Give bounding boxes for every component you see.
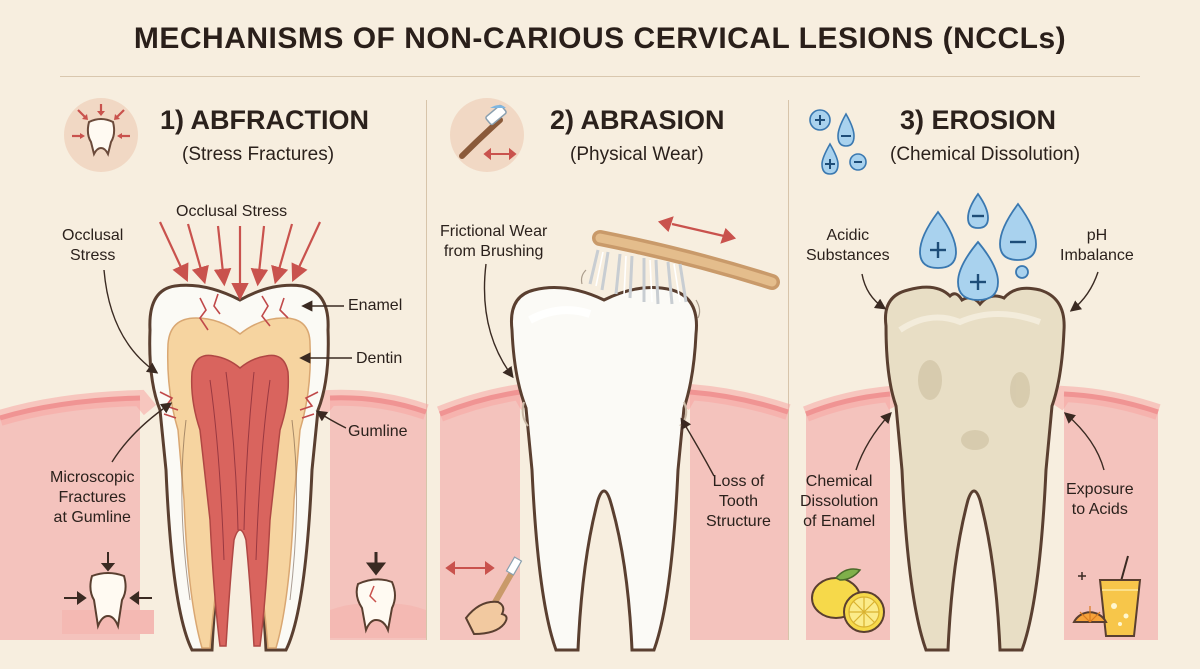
label-gumline: Gumline [348,423,408,440]
abfraction-tooth-cross-section [148,283,330,652]
label-occlusal-stress-top: Occlusal Stress [176,203,288,220]
panel-divider-1 [426,100,427,640]
label-exposure-to-acids: Exposure to Acids [1066,481,1134,518]
panel-divider-2 [788,100,789,640]
occlusal-stress-arrows [103,221,352,463]
acidic-drink-icon [1072,555,1142,637]
label-acidic-substances: Acidic Substances [806,227,890,264]
panel-abfraction-title: 1) ABFRACTION [160,105,369,135]
label-occlusal-stress-left: Occlusal Stress [62,227,124,264]
toothbrush-icon [450,98,524,172]
label-enamel: Enamel [348,297,403,314]
title-divider [60,76,1140,77]
label-frictional-wear: Frictional Wear from Brushing [440,223,548,260]
panel-erosion-subtitle: (Chemical Dissolution) [890,144,1081,165]
page-title: MECHANISMS OF NON-CARIOUS CERVICAL LESIO… [133,22,1067,55]
label-dentin: Dentin [356,350,403,367]
label-microscopic-fractures: Microscopic Fractures at Gumline [50,469,135,526]
label-loss-of-structure: Loss of Tooth Structure [706,473,771,530]
tooth-under-stress-icon [64,98,138,172]
panel-abfraction-subtitle: (Stress Fractures) [182,144,335,165]
enamel-cracks [159,293,319,419]
hand-brushing-icon [445,556,523,636]
panel-erosion-title: 3) EROSION [900,105,1057,135]
label-chemical-dissolution: Chemical Dissolution of Enamel [800,473,879,530]
panel-abrasion-title: 2) ABRASION [550,105,725,135]
lemon-icon [811,568,885,633]
acid-drops-icon [802,104,876,178]
panel-abrasion-subtitle: (Physical Wear) [570,144,704,165]
side-pressure-tooth-icon [62,552,154,634]
label-ph-imbalance: pH Imbalance [1060,227,1134,264]
fractured-tooth-icon [330,552,426,638]
